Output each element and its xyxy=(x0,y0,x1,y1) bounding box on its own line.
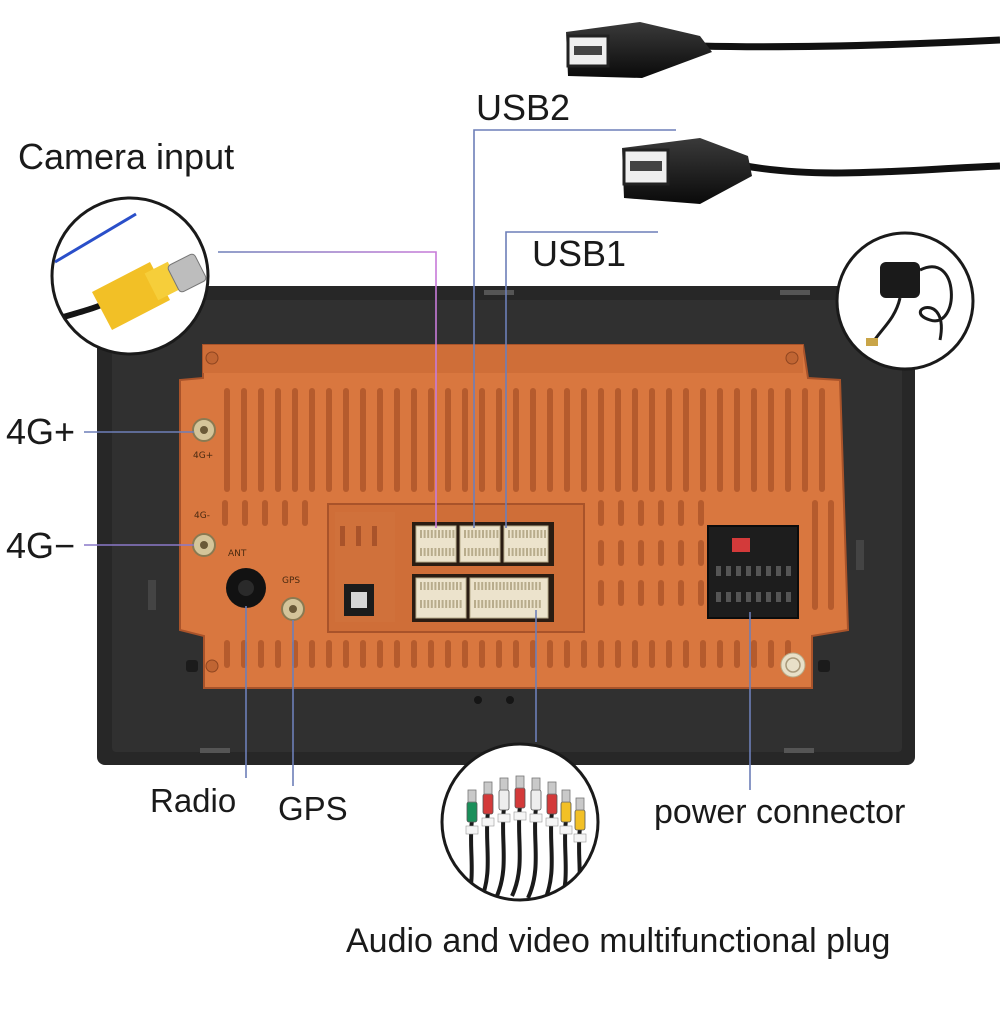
antenna-port-4g-minus xyxy=(192,533,216,557)
panel-mark-4g-minus: 4G- xyxy=(194,511,210,521)
power-connector-socket xyxy=(707,525,799,619)
antenna-port-radio xyxy=(226,568,266,608)
leader-lines xyxy=(84,129,751,790)
label-av-plug: Audio and video multifunctional plug xyxy=(346,922,891,960)
panel-mark-gps: GPS xyxy=(282,576,300,586)
leader-camera-input xyxy=(218,251,437,528)
panel-mark-4g-plus: 4G+ xyxy=(193,451,213,461)
label-4g-minus: 4G− xyxy=(6,525,76,566)
label-camera-input: Camera input xyxy=(18,136,235,177)
label-usb1: USB1 xyxy=(532,233,627,274)
optical-port xyxy=(344,584,374,616)
av-rca-bundle-icon xyxy=(440,742,600,902)
label-radio: Radio xyxy=(150,782,237,819)
panel-mark-ant: ANT xyxy=(228,549,247,559)
label-usb2: USB2 xyxy=(476,87,571,128)
label-4g-plus: 4G+ xyxy=(6,411,76,452)
antenna-port-gps xyxy=(281,597,305,621)
label-gps: GPS xyxy=(278,790,348,827)
usb-connector-block xyxy=(412,522,554,566)
av-connector-block xyxy=(412,574,554,622)
label-power-connector: power connector xyxy=(654,793,906,831)
antenna-port-4g-plus xyxy=(192,418,216,442)
leader-usb1 xyxy=(505,231,658,528)
usb-cable-icon xyxy=(566,22,1000,204)
camera-plug-icon xyxy=(50,196,210,356)
gps-antenna-icon xyxy=(835,231,975,371)
